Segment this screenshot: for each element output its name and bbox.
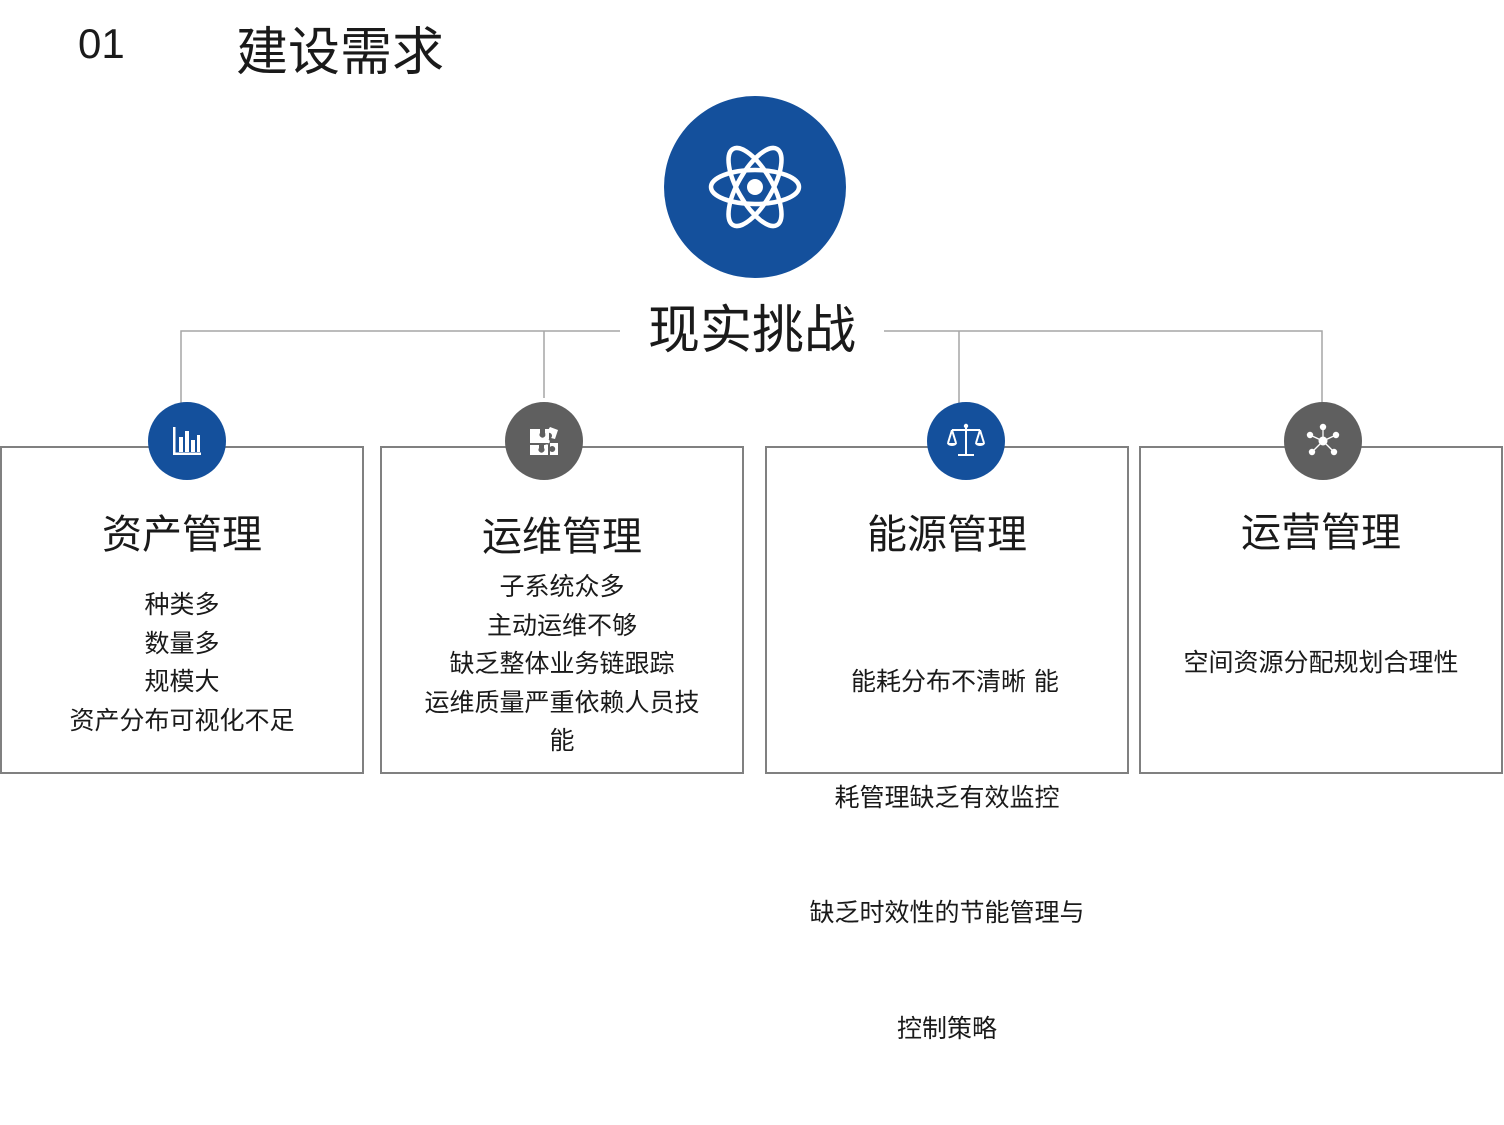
hub-label: 现实挑战 xyxy=(620,296,884,366)
connector-left xyxy=(180,330,620,408)
bar-chart-icon xyxy=(173,427,201,455)
card-line: 能 xyxy=(549,726,575,755)
card-title: 运营管理 xyxy=(1241,510,1401,556)
connector-lines xyxy=(180,330,1323,408)
card-title: 运维管理 xyxy=(482,514,642,560)
card-ops-management: 运维管理 子系统众多 主动运维不够 缺乏整体业务链跟踪 运维质量严重依赖人员技 … xyxy=(380,446,744,774)
card-line: 种类多 xyxy=(144,590,220,619)
section-number: 01 xyxy=(78,20,125,67)
card-line: 资产分布可视化不足 xyxy=(69,705,295,735)
card-title: 资产管理 xyxy=(102,512,262,558)
card-line: 空间资源分配规划合理性 xyxy=(1183,648,1459,677)
card-line: 子系统众多 xyxy=(499,572,625,601)
card-operation-management: 运营管理 空间资源分配规划合理性 xyxy=(1139,446,1503,774)
card-line: 缺乏整体业务链跟踪 xyxy=(449,649,675,678)
badge-asset xyxy=(148,402,226,480)
card-line: 控制策略 xyxy=(896,1013,997,1043)
section-title: 建设需求 xyxy=(236,23,445,83)
connector-right xyxy=(884,330,1323,406)
card-line: 能耗分布不清晰 能 xyxy=(835,667,1059,696)
card-line: 耗管理缺乏有效监控 xyxy=(834,782,1060,812)
badge-operation xyxy=(1284,402,1362,480)
badge-ops xyxy=(505,402,583,480)
card-line: 主动运维不够 xyxy=(486,610,637,640)
card-energy-management: 能源管理 能耗分布不清晰 能 耗管理缺乏有效监控 缺乏时效性的节能管理与 控制策… xyxy=(765,446,1129,1043)
card-line: 缺乏时效性的节能管理与 xyxy=(809,898,1085,927)
card-lines: 子系统众多 主动运维不够 缺乏整体业务链跟踪 运维质量严重依赖人员技 能 xyxy=(382,568,742,761)
card-lines: 空间资源分配规划合理性 xyxy=(1141,644,1501,683)
badge-energy xyxy=(927,402,1005,480)
card-line: 运维质量严重依赖人员技 xyxy=(424,687,700,717)
balance-scale-icon xyxy=(947,423,985,456)
hub-circle xyxy=(664,96,846,278)
card-line: 规模大 xyxy=(144,667,220,696)
atom-icon xyxy=(708,145,802,229)
card-title: 能源管理 xyxy=(867,512,1027,558)
card-line: 数量多 xyxy=(144,628,220,658)
puzzle-icon xyxy=(530,427,558,455)
card-lines: 种类多 数量多 规模大 资产分布可视化不足 xyxy=(2,586,362,740)
card-lines: 能耗分布不清晰 能 耗管理缺乏有效监控 缺乏时效性的节能管理与 控制策略 xyxy=(767,586,1127,1125)
card-asset-management: 资产管理 种类多 数量多 规模大 资产分布可视化不足 xyxy=(0,446,364,774)
network-icon xyxy=(1306,423,1340,456)
